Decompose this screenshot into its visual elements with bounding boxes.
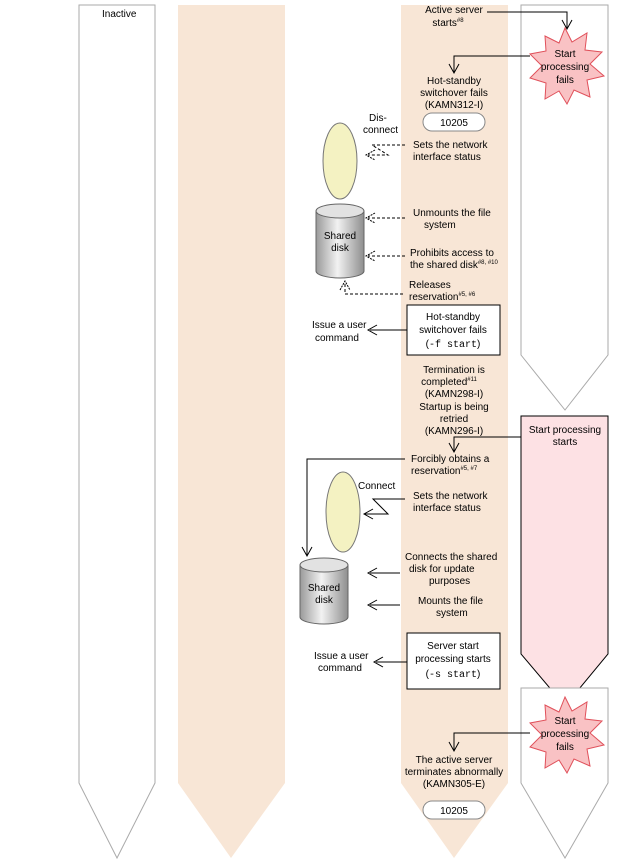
release-line2: reservation#5, #6 <box>409 292 476 303</box>
connect-disk-line1: Connects the shared <box>405 552 497 563</box>
box1-line1: Hot-standby <box>426 312 480 323</box>
shared-disk-1-line2: disk <box>331 243 350 254</box>
connect-arrow <box>365 498 405 515</box>
code-pill-bottom: 10205 <box>422 800 486 820</box>
lane-middle <box>178 5 285 858</box>
code-top: 10205 <box>440 118 468 129</box>
step-hs-fail-line1: Hot-standby <box>427 76 481 87</box>
burst2-line1: Start <box>554 716 575 727</box>
code-pill-top: 10205 <box>422 112 486 132</box>
connect-disk-line3: purposes <box>429 576 470 587</box>
net-status-line2: interface status <box>413 152 481 163</box>
retry-line2: retried <box>440 414 468 425</box>
lane-standby-start <box>520 415 609 707</box>
net-status-line1: Sets the network <box>413 140 488 151</box>
network-ellipse-connect <box>325 471 361 553</box>
lane-inactive <box>78 4 156 860</box>
step-hs-fail-line3: (KAMN312-I) <box>425 100 483 111</box>
box2-line2: processing starts <box>415 654 491 665</box>
disconnect-line1: Dis- <box>369 113 387 124</box>
abn-line1: The active server <box>416 755 493 766</box>
shared-disk-2-line2: disk <box>315 595 334 606</box>
net-status2-line2: interface status <box>413 503 481 514</box>
burst-start-fails-1 <box>528 26 606 106</box>
burst2-line2: processing <box>541 729 589 740</box>
box-hs-switchover-fails <box>406 304 501 356</box>
shared-disk-1-line1: Shared <box>324 231 356 242</box>
lane-standby-upper <box>520 4 609 411</box>
disconnect-dashed-arrow <box>368 144 405 156</box>
burst2-line3: fails <box>556 742 574 753</box>
arrow-burst2-to-active <box>453 732 530 750</box>
prohibit-line1: Prohibits access to <box>410 248 494 259</box>
net-status2-line1: Sets the network <box>413 491 488 502</box>
code-bottom: 10205 <box>440 806 468 817</box>
step-hs-fail-line2: switchover fails <box>420 88 488 99</box>
abn-line2: terminates abnormally <box>405 767 503 778</box>
arrow-burst1-to-active <box>453 55 530 72</box>
connect-disk-line2: disk for update <box>409 564 475 575</box>
standby-start-line1: Start processing <box>529 425 601 436</box>
release-line1: Releases <box>409 280 451 291</box>
standby-start-line2: starts <box>553 437 577 448</box>
connect-label: Connect <box>358 481 395 492</box>
box2-line3: (-s start) <box>426 669 481 681</box>
arrow-standby-to-obtain <box>453 436 521 451</box>
obtain-arrow <box>306 458 405 555</box>
burst1-line1: Start <box>554 49 575 60</box>
user-cmd1-line2: command <box>315 333 359 344</box>
mount-line1: Mounts the file <box>418 596 483 607</box>
prohibit-line2: the shared disk#8, #10 <box>410 260 499 271</box>
shared-disk-2-line1: Shared <box>308 583 340 594</box>
burst-start-fails-2 <box>528 695 606 775</box>
step-active-start-line1: Active server <box>425 5 483 16</box>
box1-line2: switchover fails <box>419 325 487 336</box>
release-dashed-arrow <box>344 282 403 295</box>
term-line1: Termination is <box>423 365 485 376</box>
mount-line2: system <box>436 608 468 619</box>
box2-line1: Server start <box>427 641 479 652</box>
user-cmd2-line1: Issue a user <box>314 651 369 662</box>
user-cmd1-line1: Issue a user <box>312 320 367 331</box>
network-ellipse-disconnect <box>322 122 358 200</box>
shared-disk-1: Shared disk <box>315 203 365 279</box>
retry-line1: Startup is being <box>419 402 489 413</box>
unmount-line2: system <box>424 220 456 231</box>
shared-disk-2: Shared disk <box>299 557 349 625</box>
disconnect-line2: connect <box>363 125 398 136</box>
obtain-line2: reservation#5, #7 <box>411 466 478 477</box>
term-line3: (KAMN298-I) <box>425 389 483 400</box>
burst1-line2: processing <box>541 62 589 73</box>
burst1-line3: fails <box>556 75 574 86</box>
retry-line3: (KAMN296-I) <box>425 426 483 437</box>
obtain-line1: Forcibly obtains a <box>411 454 490 465</box>
abn-line3: (KAMN305-E) <box>423 779 485 790</box>
term-line2: completed#11 <box>421 377 477 388</box>
lane-inactive-title: Inactive <box>102 9 137 20</box>
box-server-start <box>406 632 501 690</box>
box1-line3: (-f start) <box>426 339 481 351</box>
arrow-start-to-standby <box>487 11 568 28</box>
user-cmd2-line2: command <box>318 663 362 674</box>
unmount-line1: Unmounts the file <box>413 208 491 219</box>
step-active-start-line2: starts#8 <box>432 18 464 29</box>
